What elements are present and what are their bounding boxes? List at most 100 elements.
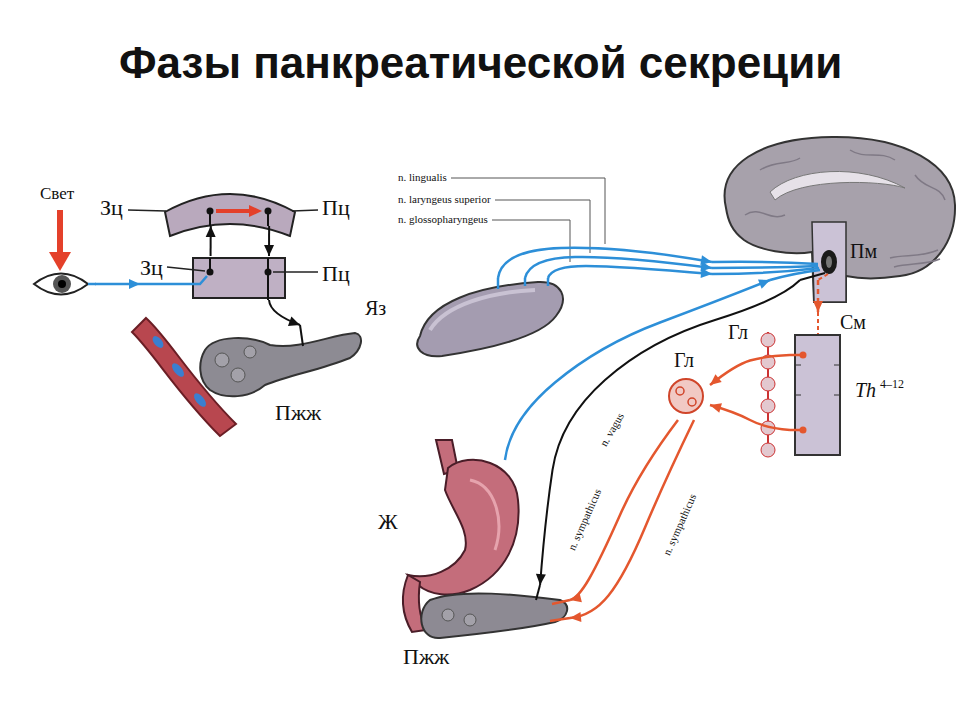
arrowhead bbox=[129, 279, 140, 289]
wire bbox=[790, 429, 803, 432]
ganglion-node: Гл bbox=[662, 350, 710, 420]
pancreas-body bbox=[200, 333, 361, 396]
eye-figure bbox=[34, 274, 96, 295]
pancreas-organ: Пжж bbox=[395, 585, 570, 670]
segment-tick bbox=[834, 365, 840, 366]
wire bbox=[536, 585, 540, 600]
nerve-line bbox=[88, 283, 96, 286]
node-label: Пц bbox=[322, 196, 350, 219]
node-label: Пц bbox=[322, 262, 350, 285]
wire bbox=[209, 214, 211, 226]
connector-line bbox=[710, 405, 790, 430]
lobule bbox=[231, 368, 245, 382]
stomach-outline bbox=[408, 460, 519, 595]
nerve-hook bbox=[497, 278, 500, 289]
arrowhead bbox=[758, 279, 770, 288]
pancreas-organ: Пжж bbox=[135, 325, 375, 430]
neuron-dot bbox=[265, 269, 272, 276]
eye-iris bbox=[53, 275, 71, 293]
arrowhead bbox=[288, 317, 300, 326]
cortex-arc: Зц Пц bbox=[100, 190, 352, 226]
node-label: Ж bbox=[378, 510, 398, 533]
node-label: Пжж bbox=[275, 401, 321, 424]
nerve-connector bbox=[264, 226, 274, 256]
eye-pupil bbox=[58, 280, 66, 288]
ganglion-circle bbox=[669, 379, 703, 413]
connector-line bbox=[525, 257, 712, 278]
wire bbox=[267, 258, 269, 300]
segment-tick bbox=[795, 395, 801, 396]
lobule bbox=[442, 609, 454, 621]
lobule bbox=[244, 346, 256, 358]
wire bbox=[267, 214, 269, 226]
leader-line bbox=[492, 220, 570, 221]
arrowhead bbox=[536, 574, 546, 585]
chain-line bbox=[767, 332, 769, 456]
stomach-fold bbox=[470, 480, 499, 550]
dashed-wire bbox=[817, 312, 819, 334]
nerve-connector bbox=[710, 355, 790, 385]
neuron-dot bbox=[207, 269, 214, 276]
gyrus-line bbox=[745, 212, 785, 217]
blue-spot bbox=[150, 334, 165, 350]
leader-line bbox=[128, 210, 166, 211]
nerve-connector bbox=[269, 300, 300, 326]
spinal-cord-strip bbox=[795, 335, 840, 455]
arrowhead bbox=[264, 245, 274, 256]
node-label: Свет bbox=[40, 185, 74, 203]
node-label: Пжж bbox=[403, 645, 449, 668]
chain-bead bbox=[761, 443, 775, 457]
pancreas-figure bbox=[132, 318, 361, 436]
subcortex-box: ЗцПц bbox=[140, 256, 352, 300]
node-label: Зц bbox=[100, 196, 123, 219]
dashed-wire bbox=[818, 274, 828, 280]
gyrus-line bbox=[760, 158, 800, 170]
node-label: 4–12 bbox=[880, 378, 904, 391]
wire bbox=[552, 600, 570, 604]
connector-line bbox=[269, 300, 300, 325]
nerve-hook bbox=[524, 278, 527, 286]
arrowhead bbox=[570, 612, 581, 622]
sympathetic-chain: Гл bbox=[726, 322, 784, 460]
arrow-head bbox=[49, 252, 71, 271]
nerve-connector bbox=[548, 266, 712, 278]
arrowhead bbox=[710, 403, 722, 413]
nerve-line bbox=[712, 262, 818, 264]
stomach-organ: Ж bbox=[372, 460, 532, 580]
node-label: Пм bbox=[850, 241, 877, 262]
nerve-name: n. sympathicus bbox=[565, 486, 604, 555]
brain-organ: Пм bbox=[712, 135, 958, 280]
chain-bead bbox=[761, 333, 775, 347]
nerve-name: n. lingualis bbox=[398, 172, 447, 184]
nerve-line bbox=[712, 266, 818, 268]
leader-line bbox=[292, 210, 318, 211]
eye-receptor: Свет bbox=[30, 185, 95, 300]
ganglion-cell bbox=[676, 387, 684, 395]
red-arrow-head bbox=[249, 205, 262, 217]
leader-line bbox=[605, 178, 606, 244]
cerebellum-line bbox=[894, 259, 940, 267]
lobule bbox=[215, 353, 229, 367]
brain-inputs bbox=[712, 262, 828, 280]
segment-tick bbox=[834, 395, 840, 396]
blue-spot bbox=[192, 391, 208, 408]
arrowhead bbox=[701, 268, 712, 278]
corpus-callosum bbox=[770, 171, 905, 200]
medulla-inner bbox=[826, 256, 832, 268]
segment-tick bbox=[795, 365, 801, 366]
eye-outline bbox=[34, 274, 88, 295]
arrowhead bbox=[206, 226, 216, 237]
neuron-dot bbox=[207, 208, 214, 215]
gyrus-line bbox=[850, 150, 895, 160]
leader-line bbox=[570, 220, 571, 262]
nerve-connector bbox=[95, 279, 140, 289]
leader-line bbox=[451, 178, 605, 179]
leader-line bbox=[273, 271, 318, 273]
nerve-connector bbox=[525, 257, 712, 278]
spinal-figure bbox=[669, 312, 840, 457]
cortex-figure bbox=[128, 194, 318, 236]
gyrus-line bbox=[915, 175, 945, 200]
nerve-connector bbox=[206, 226, 216, 256]
connector-line bbox=[498, 248, 712, 278]
